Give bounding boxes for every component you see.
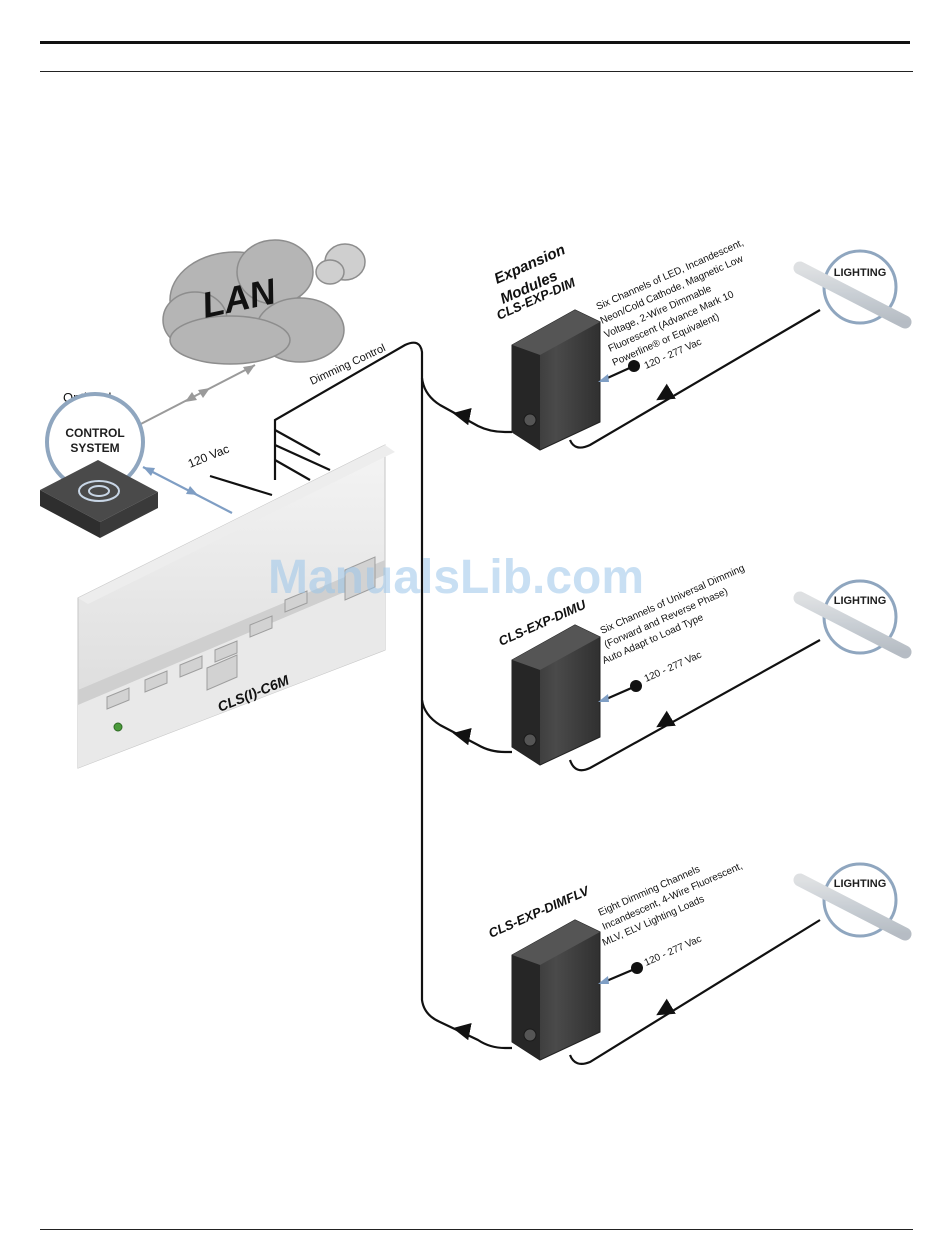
lan-cloud: LAN xyxy=(162,239,366,365)
lighting-badge-3: LIGHTING xyxy=(793,862,912,941)
control-processor-box xyxy=(40,460,158,538)
load-wire xyxy=(568,919,821,1065)
voltage-label: 120 - 277 Vac xyxy=(643,650,704,685)
lan-link-arrow xyxy=(132,364,256,429)
main-panel: CLS(I)-C6M xyxy=(77,444,395,769)
lighting-badge-1: LIGHTING xyxy=(793,249,912,329)
lighting-label: LIGHTING xyxy=(834,878,887,890)
top-rule-thin xyxy=(40,71,913,72)
control-system-line1: CONTROL xyxy=(65,426,124,440)
lighting-label: LIGHTING xyxy=(834,267,887,279)
control-system-line2: SYSTEM xyxy=(70,441,119,455)
lighting-badge-2: LIGHTING xyxy=(793,579,912,659)
control-link-arrow xyxy=(142,466,233,514)
top-rule-thick xyxy=(40,41,910,44)
cable-port-icon xyxy=(523,733,537,747)
load-wire xyxy=(568,639,821,772)
module-exp-dimflv: CLS-EXP-DIMFLV Eight Dimming Channels In… xyxy=(486,861,821,1065)
cable-port-icon xyxy=(523,413,537,427)
lighting-label: LIGHTING xyxy=(834,595,887,607)
bottom-rule xyxy=(40,1229,913,1230)
status-led-icon xyxy=(113,722,123,732)
dimming-bus xyxy=(273,341,512,1050)
load-wire xyxy=(568,309,821,449)
watermark: ManualsLib.com xyxy=(268,551,644,604)
voltage-label: 120 - 277 Vac xyxy=(643,934,704,969)
crestron-swirl-icon xyxy=(78,480,120,502)
cable-port-icon xyxy=(523,1028,537,1042)
module-exp-dim: CLS-EXP-DIM Six Channels of LED, Incande… xyxy=(494,238,821,451)
vac-120-label: 120 Vac xyxy=(186,442,231,471)
mains-wire xyxy=(209,474,273,497)
